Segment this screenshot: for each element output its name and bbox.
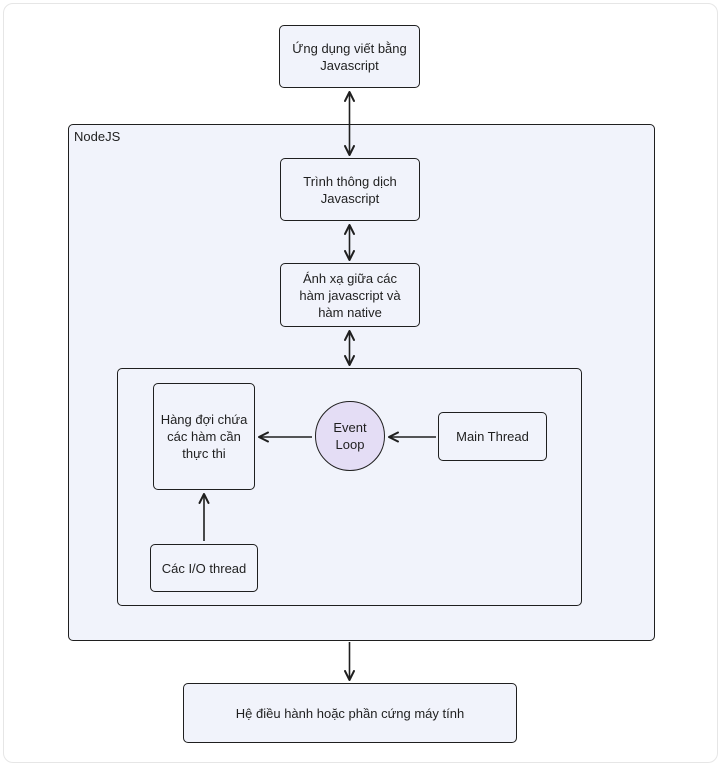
node-main-thread-label: Main Thread <box>456 429 529 444</box>
node-event-loop: Event Loop <box>315 401 385 471</box>
node-main-thread: Main Thread <box>438 412 547 461</box>
node-io-threads-label: Các I/O thread <box>161 560 247 576</box>
node-app: Ứng dụng viết bằng Javascript <box>279 25 420 88</box>
node-binding: Ánh xạ giữa các hàm javascript và hàm na… <box>280 263 420 327</box>
node-queue: Hàng đợi chứa các hàm cần thực thi <box>153 383 255 490</box>
node-binding-label: Ánh xạ giữa các hàm javascript và hàm na… <box>299 270 401 320</box>
node-os: Hệ điều hành hoặc phần cứng máy tính <box>183 683 517 743</box>
node-queue-label: Hàng đợi chứa các hàm cần thực thi <box>160 412 248 461</box>
node-interpreter-label: Trình thông dịch Javascript <box>303 173 397 206</box>
node-os-label: Hệ điều hành hoặc phần cứng máy tính <box>235 705 465 721</box>
node-event-loop-label: Event Loop <box>333 420 367 452</box>
node-io-threads: Các I/O thread <box>150 544 258 592</box>
group-nodejs-label: NodeJS <box>74 129 121 144</box>
node-interpreter: Trình thông dịch Javascript <box>280 158 420 221</box>
node-app-label: Ứng dụng viết bằng Javascript <box>292 40 407 73</box>
